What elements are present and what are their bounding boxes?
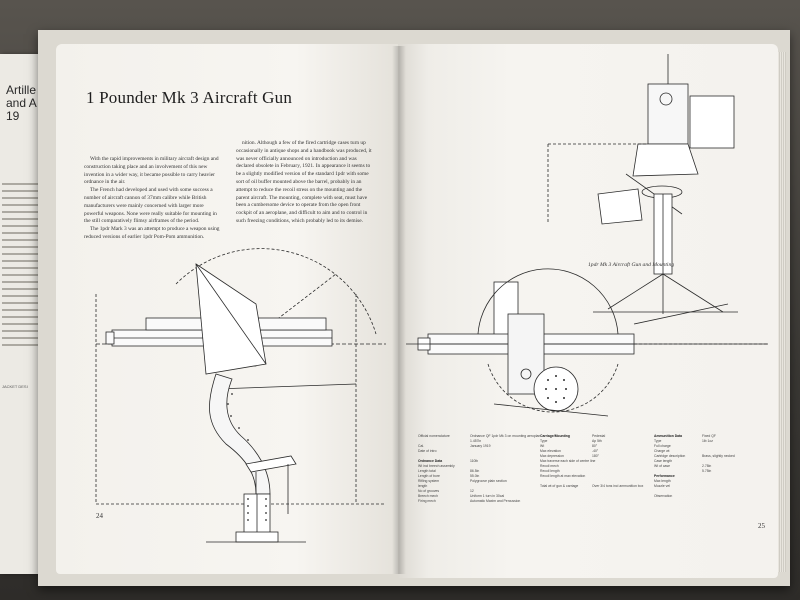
spec-cell: Muzzle vel [654,484,671,488]
spec-cell: Length of bore [418,474,440,478]
spec-cell: Official nomenclature [418,434,450,438]
spec-column-values-3: Fixed QF 1lb 1oz Brass, slightly necked … [702,434,772,474]
spec-cell: Rifling system [418,479,440,483]
figure-caption: 1pdr Mk 3 Aircraft Gun and Mounting [588,262,675,268]
spec-cell: Uniform 1 turn in 30cal [470,494,505,498]
text-column-2: nition. Although a few of the fired cart… [236,140,376,226]
spec-cell: Fixed QF [702,434,716,438]
spec-cell: -40° [592,449,599,453]
spec-cell: 12 [470,489,474,493]
left-page: 1 Pounder Mk 3 Aircraft Gun With the rap… [56,44,400,574]
spec-cell: Total wt of gun & carriage [540,484,579,488]
spec-cell: Max length [654,479,671,483]
spec-cell: Date of intro [418,449,437,453]
text-column-1: With the rapid improvements in military … [84,156,224,242]
page-number: 25 [758,522,765,530]
spec-cell: Automatic Maxim and Percussion [470,499,521,503]
spec-cell: Wt incl breech assembly [418,464,455,468]
jacket-title-line: Artille [6,83,37,97]
page-title: 1 Pounder Mk 3 Aircraft Gun [86,88,293,107]
spec-cell: Ammunition Data [654,434,683,438]
spec-cell: Max depression [540,454,564,458]
spec-cell: Type [540,439,548,443]
spec-cell: January 1919 [470,444,491,448]
spec-cell: Wt [540,444,545,448]
spec-cell: Carriage/Mounting [540,434,570,438]
spec-column-labels-3: Ammunition Data Type Full charge Charge … [654,434,724,499]
spec-cell: Wt of case [654,464,671,468]
gun-side-elevation-drawing [95,248,386,543]
spec-cell: Performance [654,474,675,478]
book-gutter [392,46,406,574]
spec-column-labels-2: Carriage/Mounting Type Wt Max elevation … [540,434,610,489]
spec-cell: Breech mech [418,494,438,498]
page-edges [776,52,786,572]
paragraph: The French had developed and used with s… [84,187,217,225]
spec-cell: 1.457in [470,439,482,443]
spec-cell: Max traverse each side of centre line [540,459,596,463]
spec-cell: Length total [418,469,436,473]
spec-cell: Max elevation [540,449,561,453]
gun-front-elevation-drawing [406,54,768,417]
spec-cell: 86.5in [470,469,480,473]
spec-cell: length [418,484,428,488]
jacket-title-line: and A [6,96,37,110]
spec-cell: Full charge [654,444,671,448]
paragraph: nition. Although a few of the fired cart… [236,140,372,224]
page-number: 24 [96,512,103,520]
jacket-title: Artille and A 19 [6,83,45,123]
spec-cell: Recoil mech [540,464,559,468]
spec-cell: Polygroove plain section [470,479,507,483]
spec-cell: Ordnance Data [418,459,443,463]
spec-cell: 180° [592,454,600,458]
spec-cell: Ap 5th [592,439,602,443]
spec-cell: Observation [654,494,673,498]
spec-cell: Cal. [418,444,425,448]
spec-cell: Over 3/4 tons incl ammunition box [592,484,644,488]
spec-cell: 110lb [470,459,479,463]
paragraph: With the rapid improvements in military … [84,156,219,186]
paragraph: The 1pdr Mark 3 was an attempt to produc… [84,226,220,240]
spec-cell: 1lb 1oz [702,439,713,443]
spec-cell: Type [654,439,662,443]
spec-cell: Charge wt [654,449,670,453]
jacket-blurb [2,178,42,351]
spec-cell: Firing mech [418,499,436,503]
spec-cell: Ordnance QF 1pdr Mk 3 on mounting aeropl… [470,434,540,438]
spec-cell: Brass, slightly necked [702,454,735,458]
spec-cell: 80° [592,444,598,448]
spec-cell: Recoil length [540,469,560,473]
spec-cell: 5.75in [702,469,712,473]
spec-column-labels-1: Official nomenclature Cal. Date of intro… [418,434,488,504]
spec-cell: Pedestal [592,434,606,438]
spec-cell: No of grooves [418,489,440,493]
jacket-caption: JACKET DESI [2,384,28,389]
spec-cell: 55.0in [470,474,480,478]
jacket-title-line: 19 [6,109,20,123]
spec-cell: Cartridge description [654,454,686,458]
right-page: 1pdr Mk 3 Aircraft Gun and Mounting Offi… [398,44,778,578]
spec-column-values-1: Ordnance QF 1pdr Mk 3 on mounting aeropl… [470,434,540,504]
spec-column-values-2: Pedestal Ap 5th 80° -40° 180° Over 3/4 t… [592,434,662,489]
spec-cell: Case length [654,459,673,463]
spec-cell: 2.78in [702,464,712,468]
spec-cell: Recoil length at max elevation [540,474,586,478]
